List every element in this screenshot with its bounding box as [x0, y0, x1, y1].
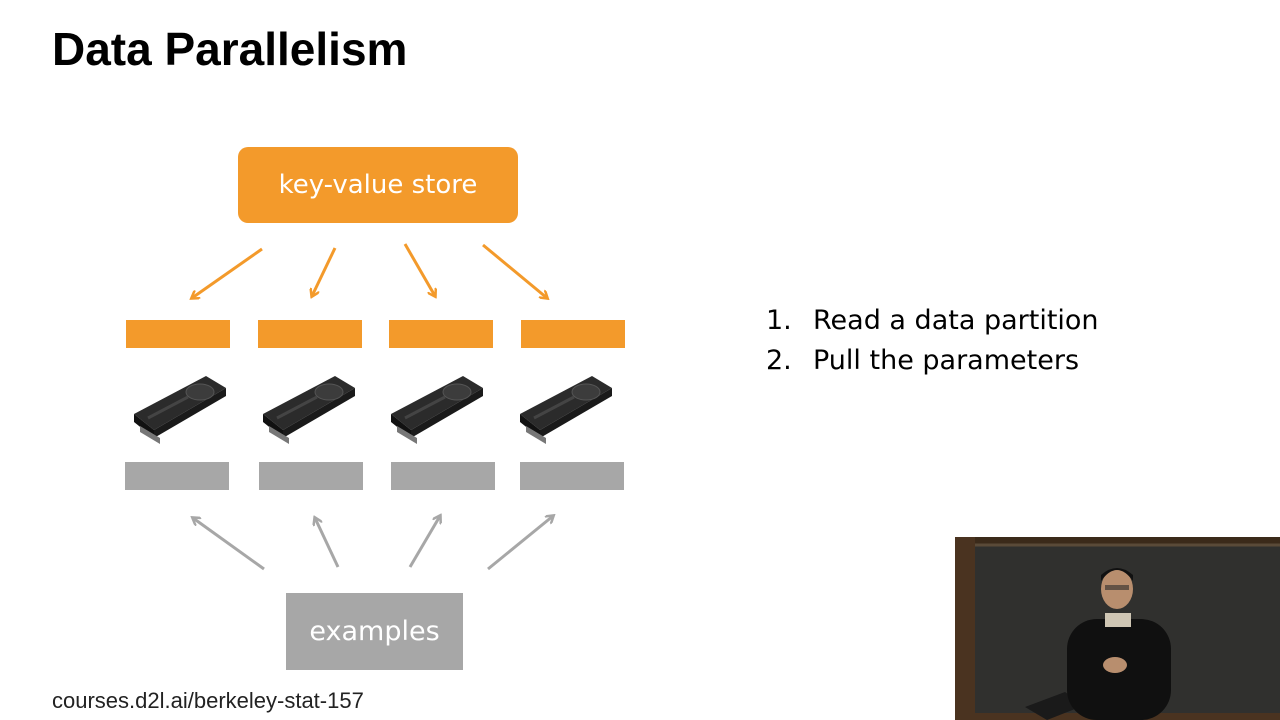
parameter-bar-1 [126, 320, 230, 348]
read-arrow-4 [487, 516, 553, 571]
gpu-card-icon [387, 366, 487, 448]
pull-arrow-2 [312, 247, 337, 296]
gpu-card-icon [516, 366, 616, 448]
step-text: Pull the parameters [813, 344, 1080, 376]
steps-list: 1. Read a data partition 2. Pull the par… [766, 300, 1099, 380]
step-item: 2. Pull the parameters [766, 340, 1099, 380]
slide-title: Data Parallelism [52, 23, 408, 75]
data-partition-bar-3 [391, 462, 495, 490]
data-partition-bar-1 [125, 462, 229, 490]
pull-arrow-4 [482, 243, 547, 298]
read-arrow-2 [315, 518, 340, 568]
pull-arrow-1 [192, 247, 263, 298]
read-arrow-1 [193, 518, 265, 571]
parameter-bar-2 [258, 320, 362, 348]
key-value-store-label: key-value store [278, 170, 478, 200]
parameter-bar-3 [389, 320, 493, 348]
gpu-card-icon [259, 366, 359, 448]
parameter-bar-4 [521, 320, 625, 348]
step-number: 2. [766, 344, 792, 376]
step-number: 1. [766, 304, 792, 336]
pull-arrow-3 [403, 243, 435, 296]
data-partition-bar-4 [520, 462, 624, 490]
step-text: Read a data partition [813, 304, 1099, 336]
course-url: courses.d2l.ai/berkeley-stat-157 [52, 688, 364, 713]
data-partition-bar-2 [259, 462, 363, 490]
read-arrow-3 [408, 516, 440, 568]
examples-label: examples [309, 616, 440, 647]
key-value-store-box: key-value store [238, 147, 518, 223]
step-item: 1. Read a data partition [766, 300, 1099, 340]
lecturer-video-icon [955, 537, 1280, 720]
examples-box: examples [286, 593, 463, 670]
gpu-card-icon [130, 366, 230, 448]
